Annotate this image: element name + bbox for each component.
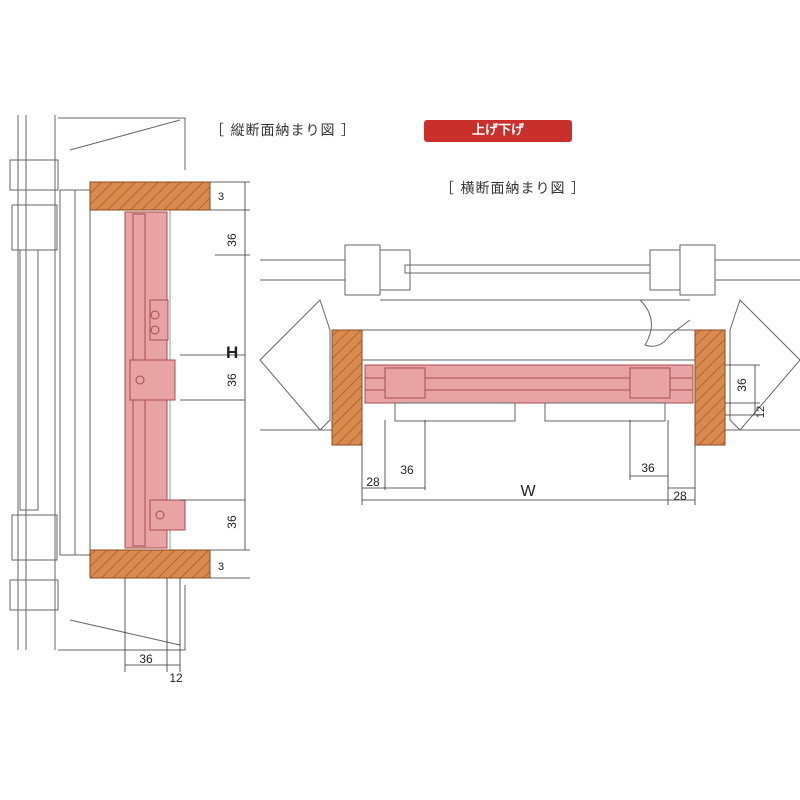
- screw-icon: [155, 510, 165, 520]
- h-frame-left-inner: [379, 249, 411, 291]
- vertical-section-title: ［ 縦断面納まり図 ］: [210, 123, 356, 139]
- dim-h-left-36: 36: [400, 463, 414, 477]
- horizontal-dimension-lines: [361, 364, 760, 505]
- wood-frame-top: [89, 181, 211, 211]
- glass-pane: [19, 249, 39, 511]
- wall-bottom: [58, 585, 186, 651]
- blind-mechanism: [149, 499, 186, 531]
- screw-icon: [150, 325, 160, 335]
- dim-h-W: W: [520, 483, 536, 500]
- dim-v-H: H: [226, 343, 238, 362]
- dim-h-right-28: 28: [673, 489, 687, 503]
- wall-diagonal: [69, 119, 181, 151]
- frame-rail-bottom: [9, 579, 59, 611]
- blind-vertical: [124, 211, 186, 549]
- screw-icon: [135, 375, 145, 385]
- dim-v-top-gap: 3: [218, 191, 224, 203]
- blind-mechanism-right: [629, 367, 671, 399]
- h-frame-right: [679, 244, 716, 296]
- horizontal-section: [259, 244, 800, 431]
- dim-v-top-36: 36: [225, 233, 239, 247]
- screw-icon: [150, 310, 160, 320]
- wall-left-wedge: [259, 299, 331, 431]
- dim-v-mid-36: 36: [225, 373, 239, 387]
- blind-mechanism: [149, 299, 169, 341]
- dim-v-bottom-36: 36: [139, 652, 153, 666]
- blind-bracket-right: [544, 402, 666, 422]
- frame-block-top: [11, 204, 58, 251]
- blind-bracket-left: [394, 402, 516, 422]
- wood-frame-right: [694, 329, 726, 446]
- dim-h-right2-36: 36: [641, 461, 655, 475]
- wall-right-wedge: [729, 299, 800, 431]
- wall-top: [58, 117, 186, 170]
- blind-mechanism: [129, 359, 176, 401]
- blind-horizontal: [364, 364, 694, 422]
- dim-v-bottom-12: 12: [169, 671, 183, 685]
- wood-frame-left: [331, 329, 363, 446]
- frame-block-bottom: [11, 514, 58, 561]
- dim-v-bot-gap: 3: [218, 561, 224, 573]
- operation-badge: 上げ下げ: [424, 120, 572, 142]
- h-frame-left: [344, 244, 381, 296]
- wood-frame-bottom: [89, 549, 211, 579]
- h-frame-right-inner: [649, 249, 681, 291]
- blind-mechanism-left: [384, 367, 426, 399]
- dim-h-left-28: 28: [366, 475, 380, 489]
- vertical-dimension-lines: [124, 181, 250, 672]
- dim-h-right-36: 36: [735, 378, 749, 392]
- h-glass: [404, 264, 651, 274]
- dim-h-right-12: 12: [755, 406, 767, 418]
- horizontal-section-title: ［ 横断面納まり図 ］: [440, 181, 586, 197]
- frame-rail-top: [9, 159, 59, 191]
- frame-curve: [639, 299, 691, 347]
- dim-v-bot-36: 36: [225, 515, 239, 529]
